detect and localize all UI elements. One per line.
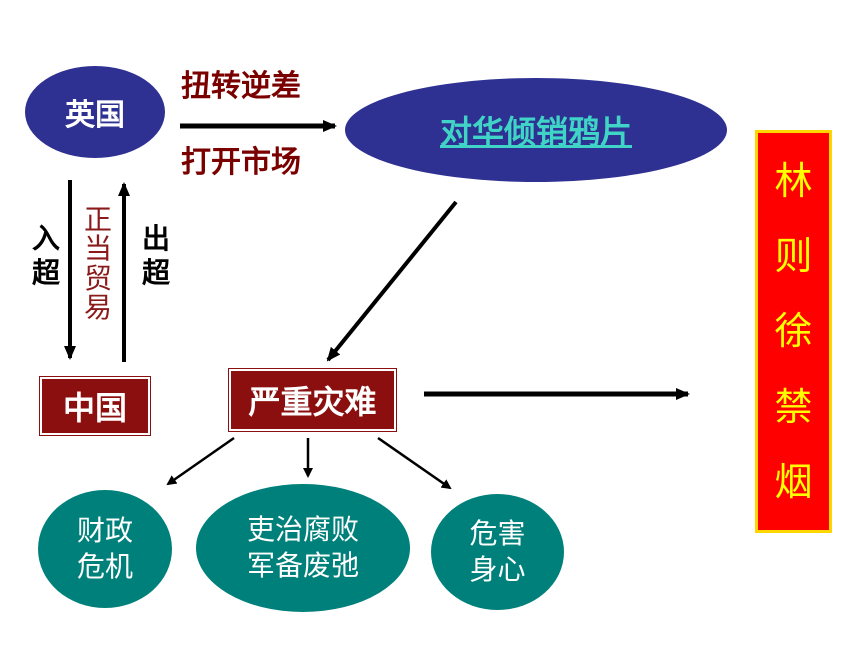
arrow-disaster-to-finance xyxy=(166,436,235,486)
node-finance: 财政 危机 xyxy=(38,490,172,608)
sidebar-char: 林 xyxy=(774,158,813,203)
sidebar-char: 烟 xyxy=(774,460,813,505)
node-china: 中国 xyxy=(40,377,150,435)
label-reverse-deficit: 扭转逆差 xyxy=(181,69,301,104)
node-britain-label: 英国 xyxy=(65,98,125,133)
label-open-market: 打开市场 xyxy=(181,145,301,180)
node-china-label: 中国 xyxy=(62,389,127,427)
arrow-opium-to-disaster xyxy=(326,200,458,362)
node-corruption: 吏治腐败 军备废弛 xyxy=(196,484,410,612)
node-britain: 英国 xyxy=(25,66,165,158)
node-opium-label[interactable]: 对华倾销鸦片 xyxy=(439,113,632,151)
label-legit-trade: 正当贸易 xyxy=(83,203,112,325)
label-import-surplus: 入超 xyxy=(31,222,60,289)
sidebar-lin-zexu-ban: 林 则 徐 禁 烟 xyxy=(755,130,832,533)
node-disaster: 严重灾难 xyxy=(229,369,396,431)
node-corruption-label: 吏治腐败 军备废弛 xyxy=(246,512,359,582)
node-opium[interactable]: 对华倾销鸦片 xyxy=(345,78,727,182)
node-health: 危害 身心 xyxy=(431,494,564,610)
arrow-disaster-to-health xyxy=(377,436,452,490)
node-health-label: 危害 身心 xyxy=(469,516,526,586)
node-disaster-label: 严重灾难 xyxy=(248,383,377,421)
node-finance-label: 财政 危机 xyxy=(76,513,133,583)
sidebar-char: 禁 xyxy=(774,384,813,429)
sidebar-char: 则 xyxy=(774,234,813,279)
sidebar-char: 徐 xyxy=(774,309,813,354)
label-export-surplus: 出超 xyxy=(141,222,170,289)
